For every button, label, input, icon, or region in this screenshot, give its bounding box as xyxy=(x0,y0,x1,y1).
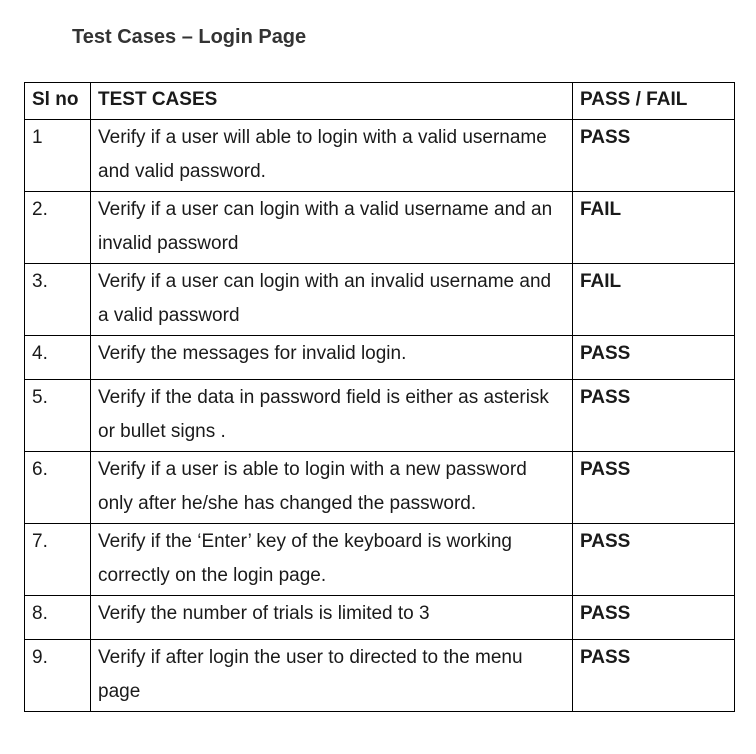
row-test-case: Verify if the ‘Enter’ key of the keyboar… xyxy=(90,523,573,596)
table-row: 4. Verify the messages for invalid login… xyxy=(24,335,735,380)
header-test-cases: TEST CASES xyxy=(90,82,573,120)
row-result: PASS xyxy=(572,595,735,640)
row-test-case: Verify if a user is able to login with a… xyxy=(90,451,573,524)
row-test-case: Verify if after login the user to direct… xyxy=(90,639,573,712)
row-sl-no: 3. xyxy=(24,263,91,336)
row-result: FAIL xyxy=(572,263,735,336)
row-test-case: Verify if a user will able to login with… xyxy=(90,119,573,192)
table-row: 2. Verify if a user can login with a val… xyxy=(24,191,735,264)
row-test-case: Verify if a user can login with a valid … xyxy=(90,191,573,264)
test-cases-table: Sl no TEST CASES PASS / FAIL 1 Verify if… xyxy=(24,82,735,712)
document-title: Test Cases – Login Page xyxy=(72,26,307,48)
row-result: PASS xyxy=(572,119,735,192)
row-result: PASS xyxy=(572,639,735,712)
row-test-case: Verify the number of trials is limited t… xyxy=(90,595,573,640)
header-pass-fail: PASS / FAIL xyxy=(572,82,735,120)
table-row: 3. Verify if a user can login with an in… xyxy=(24,263,735,336)
table-row: 6. Verify if a user is able to login wit… xyxy=(24,451,735,524)
row-sl-no: 9. xyxy=(24,639,91,712)
table-header-row: Sl no TEST CASES PASS / FAIL xyxy=(24,82,735,120)
table-row: 1 Verify if a user will able to login wi… xyxy=(24,119,735,192)
header-sl-no: Sl no xyxy=(24,82,91,120)
row-sl-no: 4. xyxy=(24,335,91,380)
row-result: PASS xyxy=(572,523,735,596)
row-result: PASS xyxy=(572,335,735,380)
row-result: FAIL xyxy=(572,191,735,264)
row-sl-no: 7. xyxy=(24,523,91,596)
table-row: 7. Verify if the ‘Enter’ key of the keyb… xyxy=(24,523,735,596)
row-sl-no: 2. xyxy=(24,191,91,264)
row-sl-no: 1 xyxy=(24,119,91,192)
row-test-case: Verify the messages for invalid login. xyxy=(90,335,573,380)
row-sl-no: 6. xyxy=(24,451,91,524)
row-sl-no: 8. xyxy=(24,595,91,640)
row-test-case: Verify if a user can login with an inval… xyxy=(90,263,573,336)
table-row: 8. Verify the number of trials is limite… xyxy=(24,595,735,640)
row-test-case: Verify if the data in password field is … xyxy=(90,379,573,452)
row-result: PASS xyxy=(572,451,735,524)
table-row: 5. Verify if the data in password field … xyxy=(24,379,735,452)
table-row: 9. Verify if after login the user to dir… xyxy=(24,639,735,712)
row-sl-no: 5. xyxy=(24,379,91,452)
row-result: PASS xyxy=(572,379,735,452)
